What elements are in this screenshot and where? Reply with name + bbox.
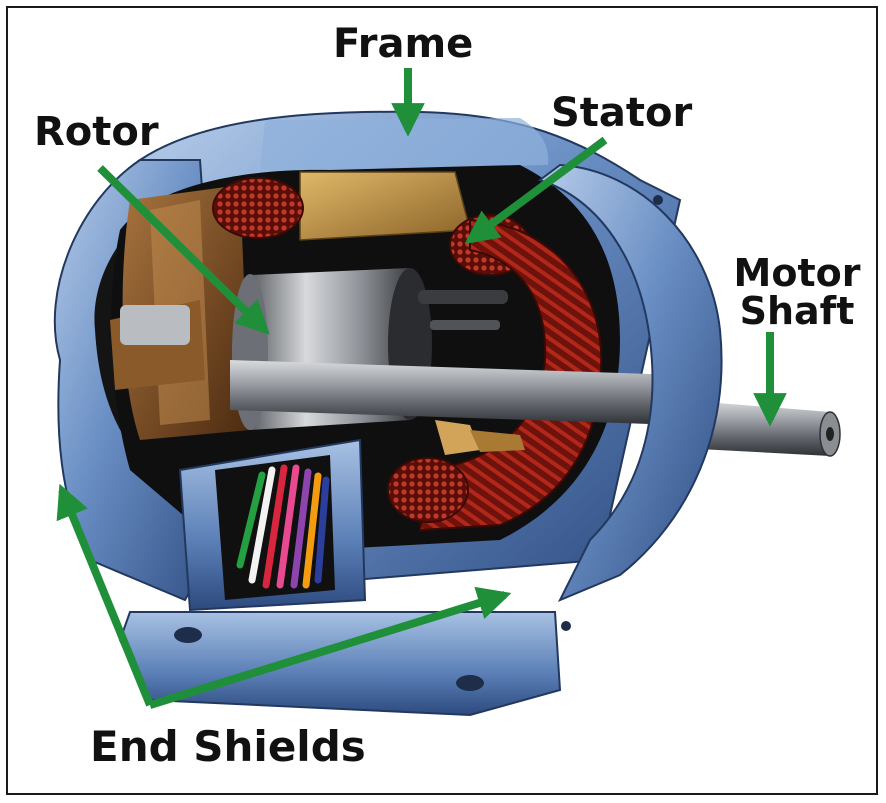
- label-arrows: [56, 68, 787, 709]
- motor-shaft-label-line2: Shaft: [739, 289, 855, 333]
- motor-shaft-label: Motor Shaft: [722, 254, 872, 330]
- motor-base: [118, 611, 562, 717]
- frame-label: Frame: [333, 21, 474, 67]
- stator-label: Stator: [551, 90, 693, 136]
- rotor-end-ring: [435, 420, 525, 455]
- image-border: [6, 6, 878, 795]
- front-end-shield: [537, 163, 723, 631]
- end-shield-arrow-left: [56, 483, 154, 707]
- stator-core: [299, 171, 471, 241]
- end-shield-arrow-right: [148, 586, 512, 709]
- motor-shaft-label-line1: Motor: [733, 251, 861, 295]
- rotor-label: Rotor: [34, 109, 159, 155]
- lead-wires: [236, 464, 330, 589]
- stator-arrow: [464, 136, 608, 244]
- end-shields-label: End Shields: [90, 722, 366, 771]
- rotor-arrow: [97, 165, 270, 335]
